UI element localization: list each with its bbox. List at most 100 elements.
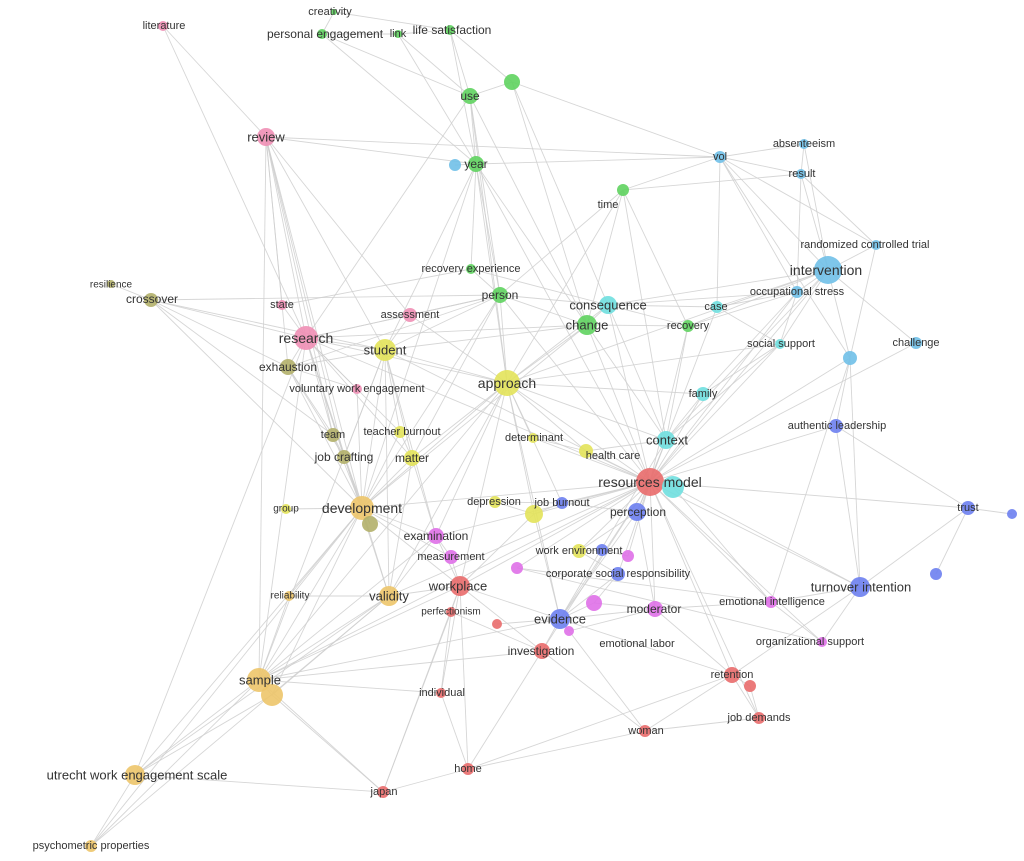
node-orange-unlabeled[interactable] bbox=[261, 684, 283, 706]
node-challenge[interactable] bbox=[910, 337, 922, 349]
edge-change-approach bbox=[506, 324, 588, 384]
node-job-burnout[interactable] bbox=[556, 497, 568, 509]
node-psychometric-properties[interactable] bbox=[85, 840, 97, 852]
node-person[interactable] bbox=[492, 287, 508, 303]
node-resources-model-cyan[interactable] bbox=[662, 476, 684, 498]
node-student[interactable] bbox=[374, 339, 396, 361]
node-use[interactable] bbox=[462, 88, 478, 104]
node-vol[interactable] bbox=[714, 151, 726, 163]
node-development[interactable] bbox=[350, 496, 374, 520]
node-recovery-experience[interactable] bbox=[466, 264, 476, 274]
node-randomized-controlled-trial[interactable] bbox=[871, 240, 881, 250]
node-occupational-stress[interactable] bbox=[791, 286, 803, 298]
node-approach[interactable] bbox=[494, 370, 520, 396]
node-change[interactable] bbox=[577, 315, 597, 335]
node-time[interactable] bbox=[617, 184, 629, 196]
node-validity[interactable] bbox=[379, 586, 399, 606]
node-case[interactable] bbox=[711, 301, 723, 313]
node-review[interactable] bbox=[257, 128, 275, 146]
node-reliability[interactable] bbox=[284, 591, 294, 601]
node-woman[interactable] bbox=[639, 725, 651, 737]
node-literature[interactable] bbox=[158, 21, 168, 31]
node-workplace[interactable] bbox=[450, 576, 470, 596]
node-intervention[interactable] bbox=[814, 256, 842, 284]
edge-time-recovery bbox=[622, 189, 689, 327]
node-lightblue-unlabeled-2[interactable] bbox=[843, 351, 857, 365]
node-emotional-intelligence[interactable] bbox=[765, 596, 777, 608]
node-assessment[interactable] bbox=[403, 308, 417, 322]
node-determinant[interactable] bbox=[528, 433, 538, 443]
node-personal-engagement[interactable] bbox=[317, 29, 327, 39]
node-life-satisfaction[interactable] bbox=[445, 25, 455, 35]
node-exhaustion[interactable] bbox=[280, 359, 296, 375]
node-creativity[interactable] bbox=[331, 9, 337, 15]
node-job-demands[interactable] bbox=[753, 712, 765, 724]
edge-approach-context bbox=[506, 382, 667, 441]
node-trust[interactable] bbox=[961, 501, 975, 515]
node-red-unlabeled-2[interactable] bbox=[744, 680, 756, 692]
node-team[interactable] bbox=[326, 428, 340, 442]
node-blue-unlabeled-1[interactable] bbox=[1007, 509, 1017, 519]
node-perception[interactable] bbox=[628, 503, 646, 521]
node-emotional-labor[interactable] bbox=[564, 626, 574, 636]
node-research[interactable] bbox=[294, 326, 318, 350]
node-health-care[interactable] bbox=[579, 444, 593, 458]
node-corporate-social-responsibility[interactable] bbox=[611, 567, 625, 581]
node-depression[interactable] bbox=[489, 496, 501, 508]
node-organizational-support[interactable] bbox=[817, 637, 827, 647]
edge-review-research bbox=[265, 136, 307, 339]
node-lightblue-unlabeled-1[interactable] bbox=[449, 159, 461, 171]
node-absenteeism[interactable] bbox=[799, 139, 809, 149]
node-resilience[interactable] bbox=[107, 280, 115, 288]
node-measurement[interactable] bbox=[444, 550, 458, 564]
node-authentic-leadership[interactable] bbox=[829, 419, 843, 433]
node-group[interactable] bbox=[281, 504, 291, 514]
label-depression: depression bbox=[467, 496, 521, 508]
node-recovery[interactable] bbox=[682, 320, 694, 332]
node-yellow-unlabeled[interactable] bbox=[525, 505, 543, 523]
node-matter[interactable] bbox=[404, 450, 420, 466]
edge-workplace-individual bbox=[440, 585, 461, 694]
node-investigation[interactable] bbox=[534, 643, 550, 659]
node-result[interactable] bbox=[796, 169, 806, 179]
edge-evidence-sample bbox=[258, 618, 561, 681]
edge-intervention-lightblue-unlabeled-2 bbox=[827, 269, 851, 359]
node-purple-unlabeled-3[interactable] bbox=[586, 595, 602, 611]
node-resources-model[interactable] bbox=[636, 468, 664, 496]
edge-resources-model-validity bbox=[388, 481, 651, 597]
node-crossover[interactable] bbox=[144, 293, 158, 307]
edge-moderator-evidence bbox=[559, 608, 656, 620]
node-voluntary-work-engagement[interactable] bbox=[352, 384, 362, 394]
node-olive-unlabeled[interactable] bbox=[362, 516, 378, 532]
node-teacher-burnout[interactable] bbox=[394, 426, 406, 438]
edge-research-matter bbox=[305, 337, 413, 459]
node-job-crafting[interactable] bbox=[337, 450, 351, 464]
node-purple-unlabeled-2[interactable] bbox=[511, 562, 523, 574]
node-utrecht-work-engagement-scale[interactable] bbox=[125, 765, 145, 785]
node-individual[interactable] bbox=[436, 688, 446, 698]
node-link[interactable] bbox=[394, 30, 402, 38]
node-sample[interactable] bbox=[247, 668, 271, 692]
node-blue-unlabeled-2[interactable] bbox=[596, 544, 608, 556]
node-family[interactable] bbox=[696, 387, 710, 401]
node-japan[interactable] bbox=[377, 786, 389, 798]
node-consequence[interactable] bbox=[599, 296, 617, 314]
node-work-environment[interactable] bbox=[572, 544, 586, 558]
edge-absenteeism-intervention bbox=[803, 143, 829, 271]
node-context[interactable] bbox=[657, 431, 675, 449]
node-social-support[interactable] bbox=[775, 339, 785, 349]
node-green-unlabeled[interactable] bbox=[504, 74, 520, 90]
edge-result-occupational-stress bbox=[796, 173, 802, 293]
node-state[interactable] bbox=[277, 300, 287, 310]
node-turnover-intention[interactable] bbox=[850, 577, 870, 597]
node-blue-unlabeled-3[interactable] bbox=[930, 568, 942, 580]
node-examination[interactable] bbox=[428, 528, 444, 544]
node-purple-unlabeled-1[interactable] bbox=[622, 550, 634, 562]
node-moderator[interactable] bbox=[647, 601, 663, 617]
node-evidence[interactable] bbox=[550, 609, 570, 629]
node-red-unlabeled-1[interactable] bbox=[492, 619, 502, 629]
node-year[interactable] bbox=[468, 156, 484, 172]
node-perfectionism[interactable] bbox=[446, 607, 456, 617]
node-retention[interactable] bbox=[724, 667, 740, 683]
node-home[interactable] bbox=[462, 763, 474, 775]
